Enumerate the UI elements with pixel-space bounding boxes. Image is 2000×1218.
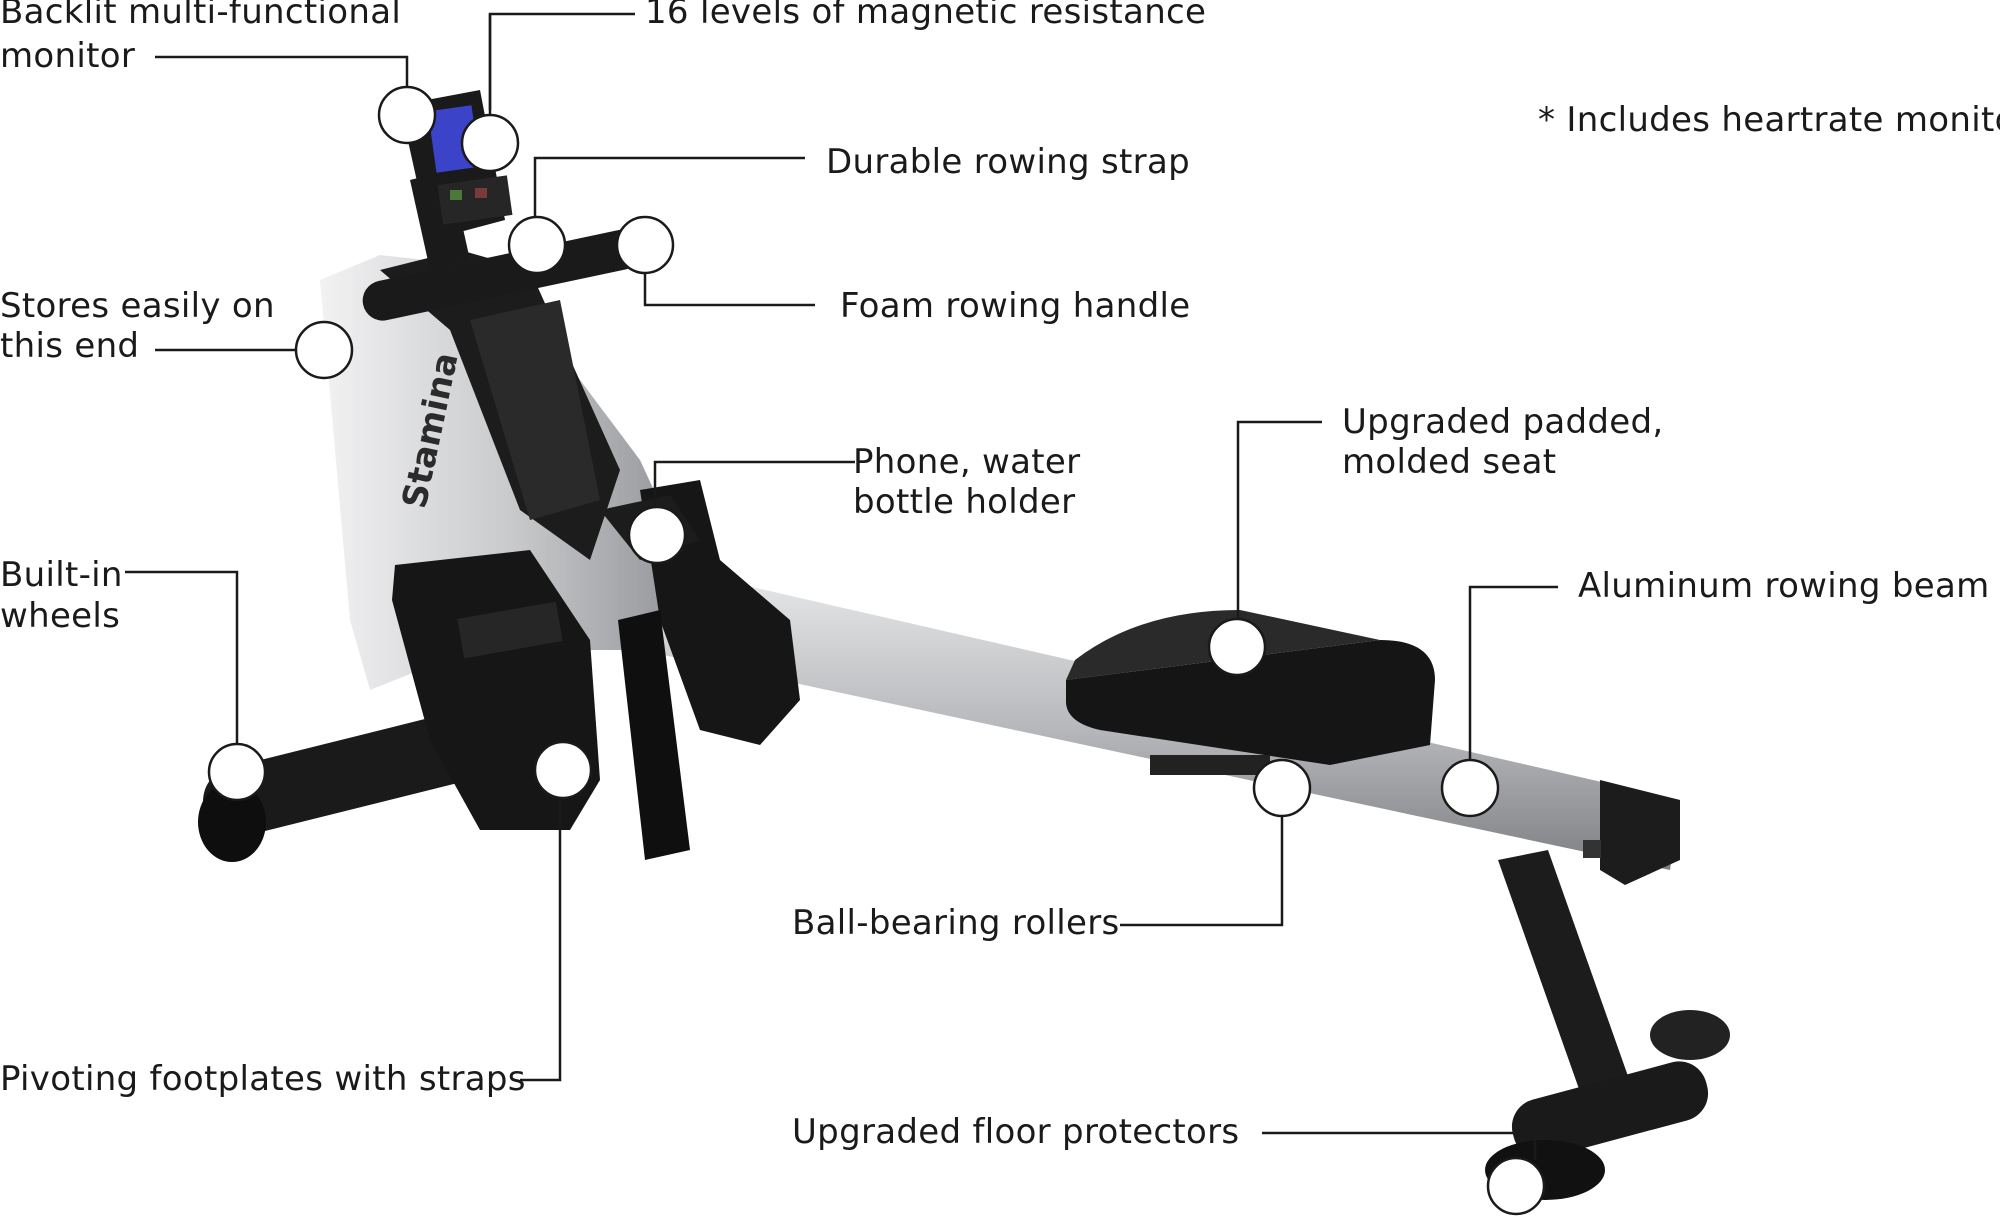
callout-wheels[interactable] (207, 742, 267, 802)
callout-handle[interactable] (615, 215, 675, 275)
label-footplates: Pivoting footplates with straps (0, 1059, 526, 1099)
callout-markers (207, 85, 1546, 1216)
front-base (198, 713, 487, 862)
label-seat-line1: Upgraded padded, (1342, 402, 1664, 442)
label-phone-line2: bottle holder (853, 482, 1076, 522)
label-resistance: 16 levels of magnetic resistance (645, 0, 1207, 32)
seat (1065, 610, 1435, 775)
callout-strap[interactable] (507, 215, 567, 275)
label-monitor-line1: Backlit multi-functional (0, 0, 402, 32)
callout-phone-holder[interactable] (627, 505, 687, 565)
callout-resistance[interactable] (460, 113, 520, 173)
label-wheels-line2: wheels (0, 596, 121, 636)
callout-rollers[interactable] (1252, 758, 1312, 818)
rear-leg (1485, 850, 1730, 1200)
rowing-handle (362, 229, 643, 321)
callout-seat[interactable] (1207, 617, 1267, 677)
leader-lines (125, 12, 1558, 1160)
label-strap: Durable rowing strap (826, 142, 1190, 182)
callout-stores[interactable] (294, 320, 354, 380)
label-monitor-line2: monitor (0, 36, 136, 76)
label-stores-line1: Stores easily on (0, 286, 275, 326)
label-rollers: Ball-bearing rollers (792, 903, 1120, 943)
label-handle: Foam rowing handle (840, 286, 1191, 326)
label-heartrate: * Includes heartrate monitor (1538, 100, 2000, 140)
label-phone-line1: Phone, water (853, 442, 1081, 482)
callout-footplates[interactable] (533, 740, 593, 800)
label-wheels-line1: Built-in (0, 555, 123, 595)
label-seat-line2: molded seat (1342, 442, 1557, 482)
label-beam: Aluminum rowing beam (1578, 566, 1990, 606)
callout-floor-protectors[interactable] (1486, 1156, 1546, 1216)
callout-monitor[interactable] (377, 85, 437, 145)
label-floor: Upgraded floor protectors (792, 1112, 1240, 1152)
callout-beam[interactable] (1440, 758, 1500, 818)
label-stores-line2: this end (0, 326, 140, 366)
